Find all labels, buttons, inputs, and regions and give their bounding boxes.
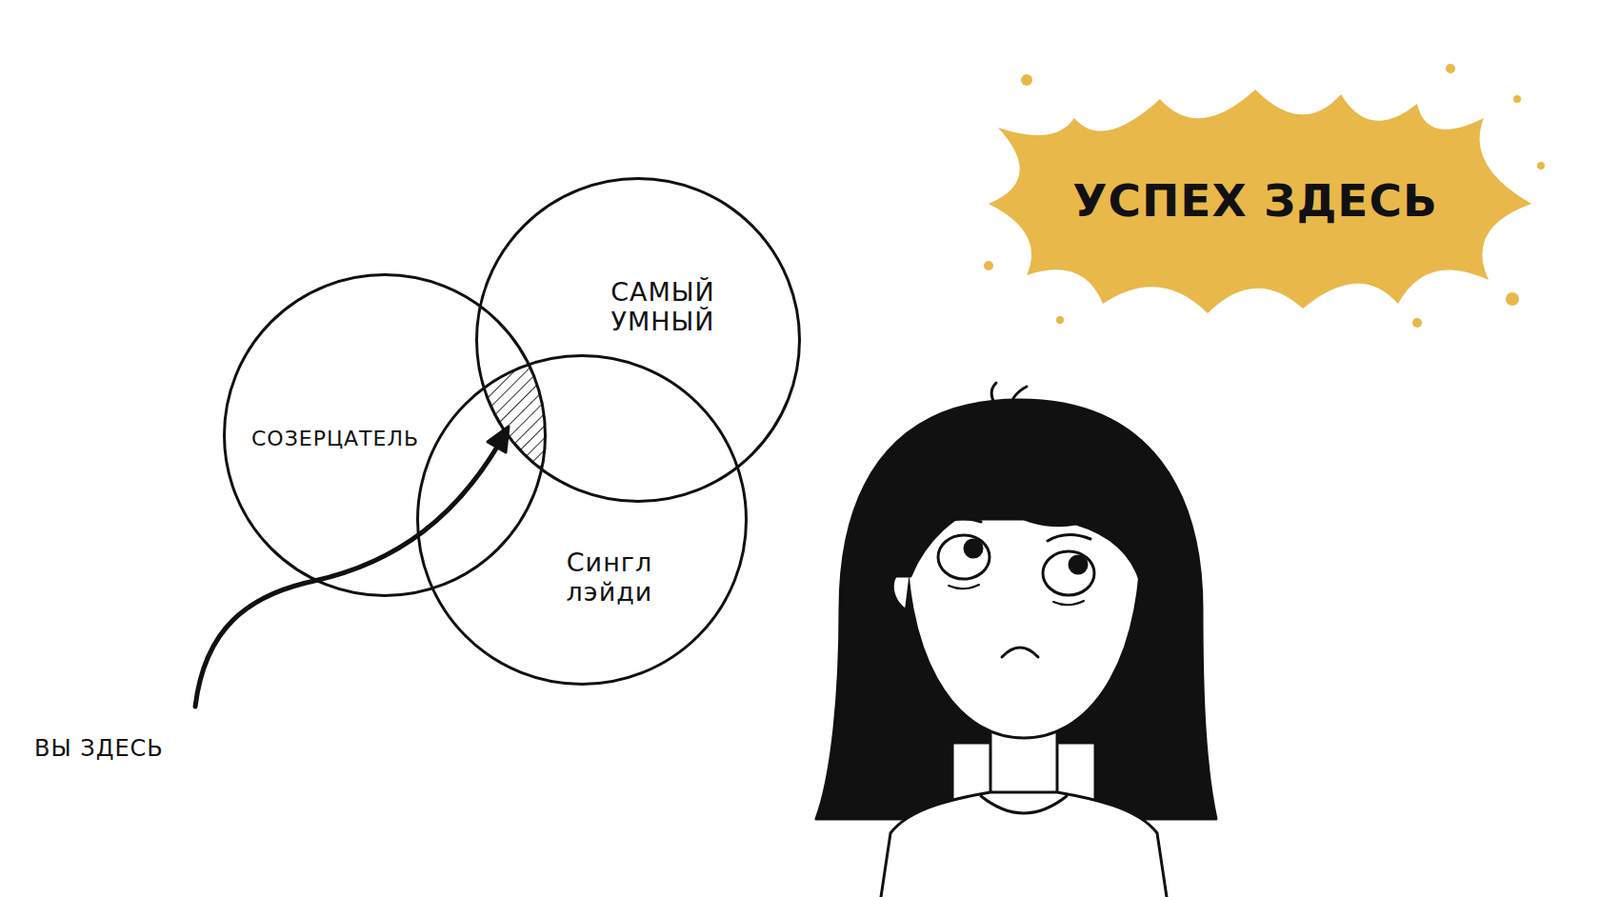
venn-circle: САМЫЙ УМНЫЙ: [475, 177, 801, 503]
venn-circle: Сингл лэйди: [416, 354, 748, 686]
girl-figure: [816, 382, 1217, 897]
you-are-here-label: ВЫ ЗДЕСЬ: [34, 735, 164, 762]
venn-circle: СОЗЕРЦАТЕЛЬ: [222, 273, 547, 598]
node-outline: [416, 354, 748, 686]
success-text: УСПЕХ ЗДЕСЬ: [1072, 175, 1438, 227]
circle-label: СОЗЕРЦАТЕЛЬ: [251, 426, 420, 451]
success-splash: УСПЕХ ЗДЕСЬ: [969, 60, 1541, 328]
you-are-here-arrow: [195, 426, 509, 707]
circle-label: Сингл лэйди: [538, 547, 681, 607]
node-outline: [475, 177, 801, 503]
circle-label: САМЫЙ УМНЫЙ: [591, 277, 735, 337]
